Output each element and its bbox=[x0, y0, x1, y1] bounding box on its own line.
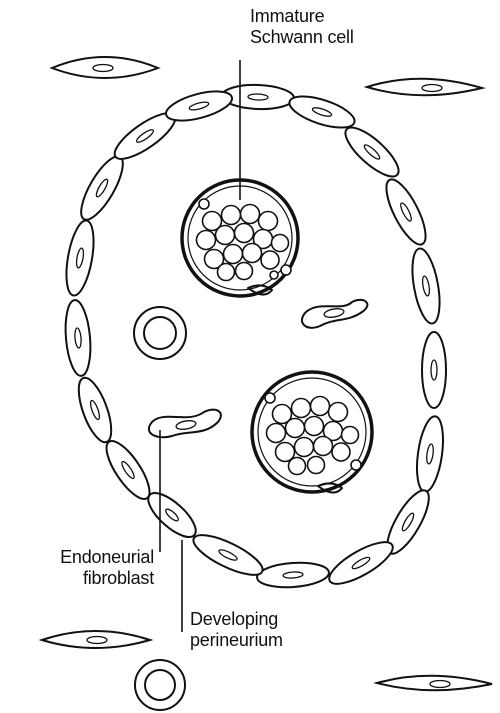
label-line: Schwann cell bbox=[250, 27, 354, 48]
perineurial-cell bbox=[256, 561, 329, 590]
label-line: Immature bbox=[250, 6, 354, 27]
round-cell bbox=[134, 307, 186, 359]
spindle-cell bbox=[367, 79, 482, 96]
perineurial-cell bbox=[413, 415, 447, 494]
perineurial-cell bbox=[339, 120, 406, 183]
perineurial-cell bbox=[422, 332, 446, 408]
label-line: perineurium bbox=[190, 630, 283, 651]
perineurial-cell bbox=[62, 218, 99, 297]
perineurial-cell bbox=[408, 246, 445, 325]
label-immature-schwann-cell: Immature Schwann cell bbox=[250, 6, 354, 48]
perineurial-cell bbox=[189, 528, 268, 583]
label-line: Endoneurial bbox=[18, 547, 154, 568]
spindle-cell bbox=[377, 676, 492, 691]
round-cell bbox=[135, 660, 185, 710]
perineurial-cell bbox=[63, 299, 94, 377]
label-endoneurial-fibroblast: Endoneurial fibroblast bbox=[18, 547, 154, 589]
label-line: Developing bbox=[190, 609, 283, 630]
label-line: fibroblast bbox=[18, 568, 154, 589]
spindle-cell bbox=[52, 57, 158, 78]
endoneurial-fibroblast bbox=[302, 300, 367, 328]
perineurial-cell bbox=[99, 435, 157, 505]
spindle-cell bbox=[42, 631, 150, 648]
perineurium-ring bbox=[62, 84, 448, 592]
perineurial-cell bbox=[324, 535, 398, 592]
perineurial-cell bbox=[74, 151, 131, 225]
label-developing-perineurium: Developing perineurium bbox=[190, 609, 283, 651]
perineurial-cell bbox=[379, 174, 433, 249]
axon-bundle-lower bbox=[252, 372, 372, 493]
perineurial-cell bbox=[72, 374, 118, 446]
perineurial-cell bbox=[163, 86, 235, 127]
perineurial-cell bbox=[142, 486, 203, 544]
perineurial-cell bbox=[286, 90, 358, 134]
